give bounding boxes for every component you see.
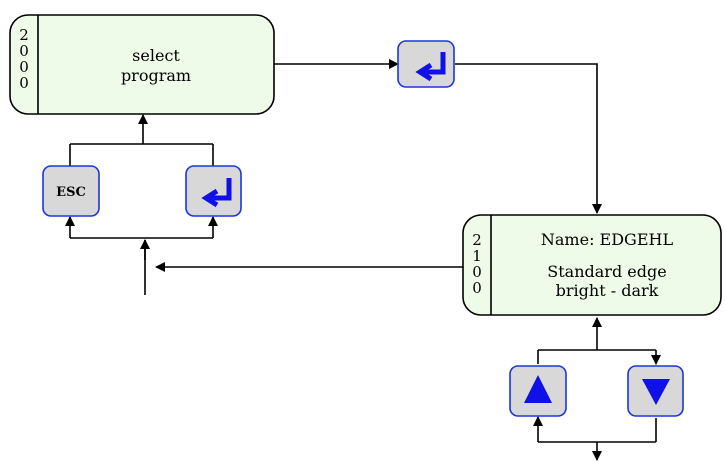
esc-key-frame xyxy=(42,165,100,217)
select-program-code-digit: 0 xyxy=(19,42,29,60)
select-program-code-digit: 2 xyxy=(19,26,29,44)
enter-return-icon xyxy=(415,52,446,82)
edge-program-desc-line1: Standard edge xyxy=(547,262,666,281)
edge-program-box-frame xyxy=(462,214,722,316)
edge-program-code-digit: 1 xyxy=(472,247,482,265)
select-program-line2: program xyxy=(121,66,191,85)
down-key[interactable] xyxy=(627,365,684,417)
connector-lines xyxy=(65,59,661,461)
edge-program-code-digit: 2 xyxy=(472,231,482,249)
select-program-code-digit: 0 xyxy=(19,74,29,92)
enter-key-left[interactable] xyxy=(185,165,242,217)
edge-program-code-digit: 0 xyxy=(472,263,482,281)
esc-key-label: ESC xyxy=(56,185,86,200)
edge-program-desc-line2: bright - dark xyxy=(556,281,659,300)
edge-program-name: Name: EDGEHL xyxy=(541,230,674,249)
triangle-up-icon xyxy=(524,375,552,403)
select-program-line1: select xyxy=(132,46,180,65)
enter-return-icon xyxy=(201,178,232,208)
esc-key[interactable]: ESC xyxy=(42,165,100,217)
triangle-down-icon xyxy=(642,379,670,405)
select-program-box-frame xyxy=(9,14,275,115)
edge-program-code-digit: 0 xyxy=(472,279,482,297)
select-program-code-digit: 0 xyxy=(19,58,29,76)
enter-key-top[interactable] xyxy=(397,40,455,88)
enter-key-top-frame xyxy=(397,40,455,88)
select-program-box: 2 0 0 0 select program xyxy=(9,14,275,115)
up-key[interactable] xyxy=(509,365,567,417)
arrow-enter-to-edge-box xyxy=(455,63,602,214)
edge-program-box: 2 1 0 0 Name: EDGEHL Standard edge brigh… xyxy=(462,214,722,316)
